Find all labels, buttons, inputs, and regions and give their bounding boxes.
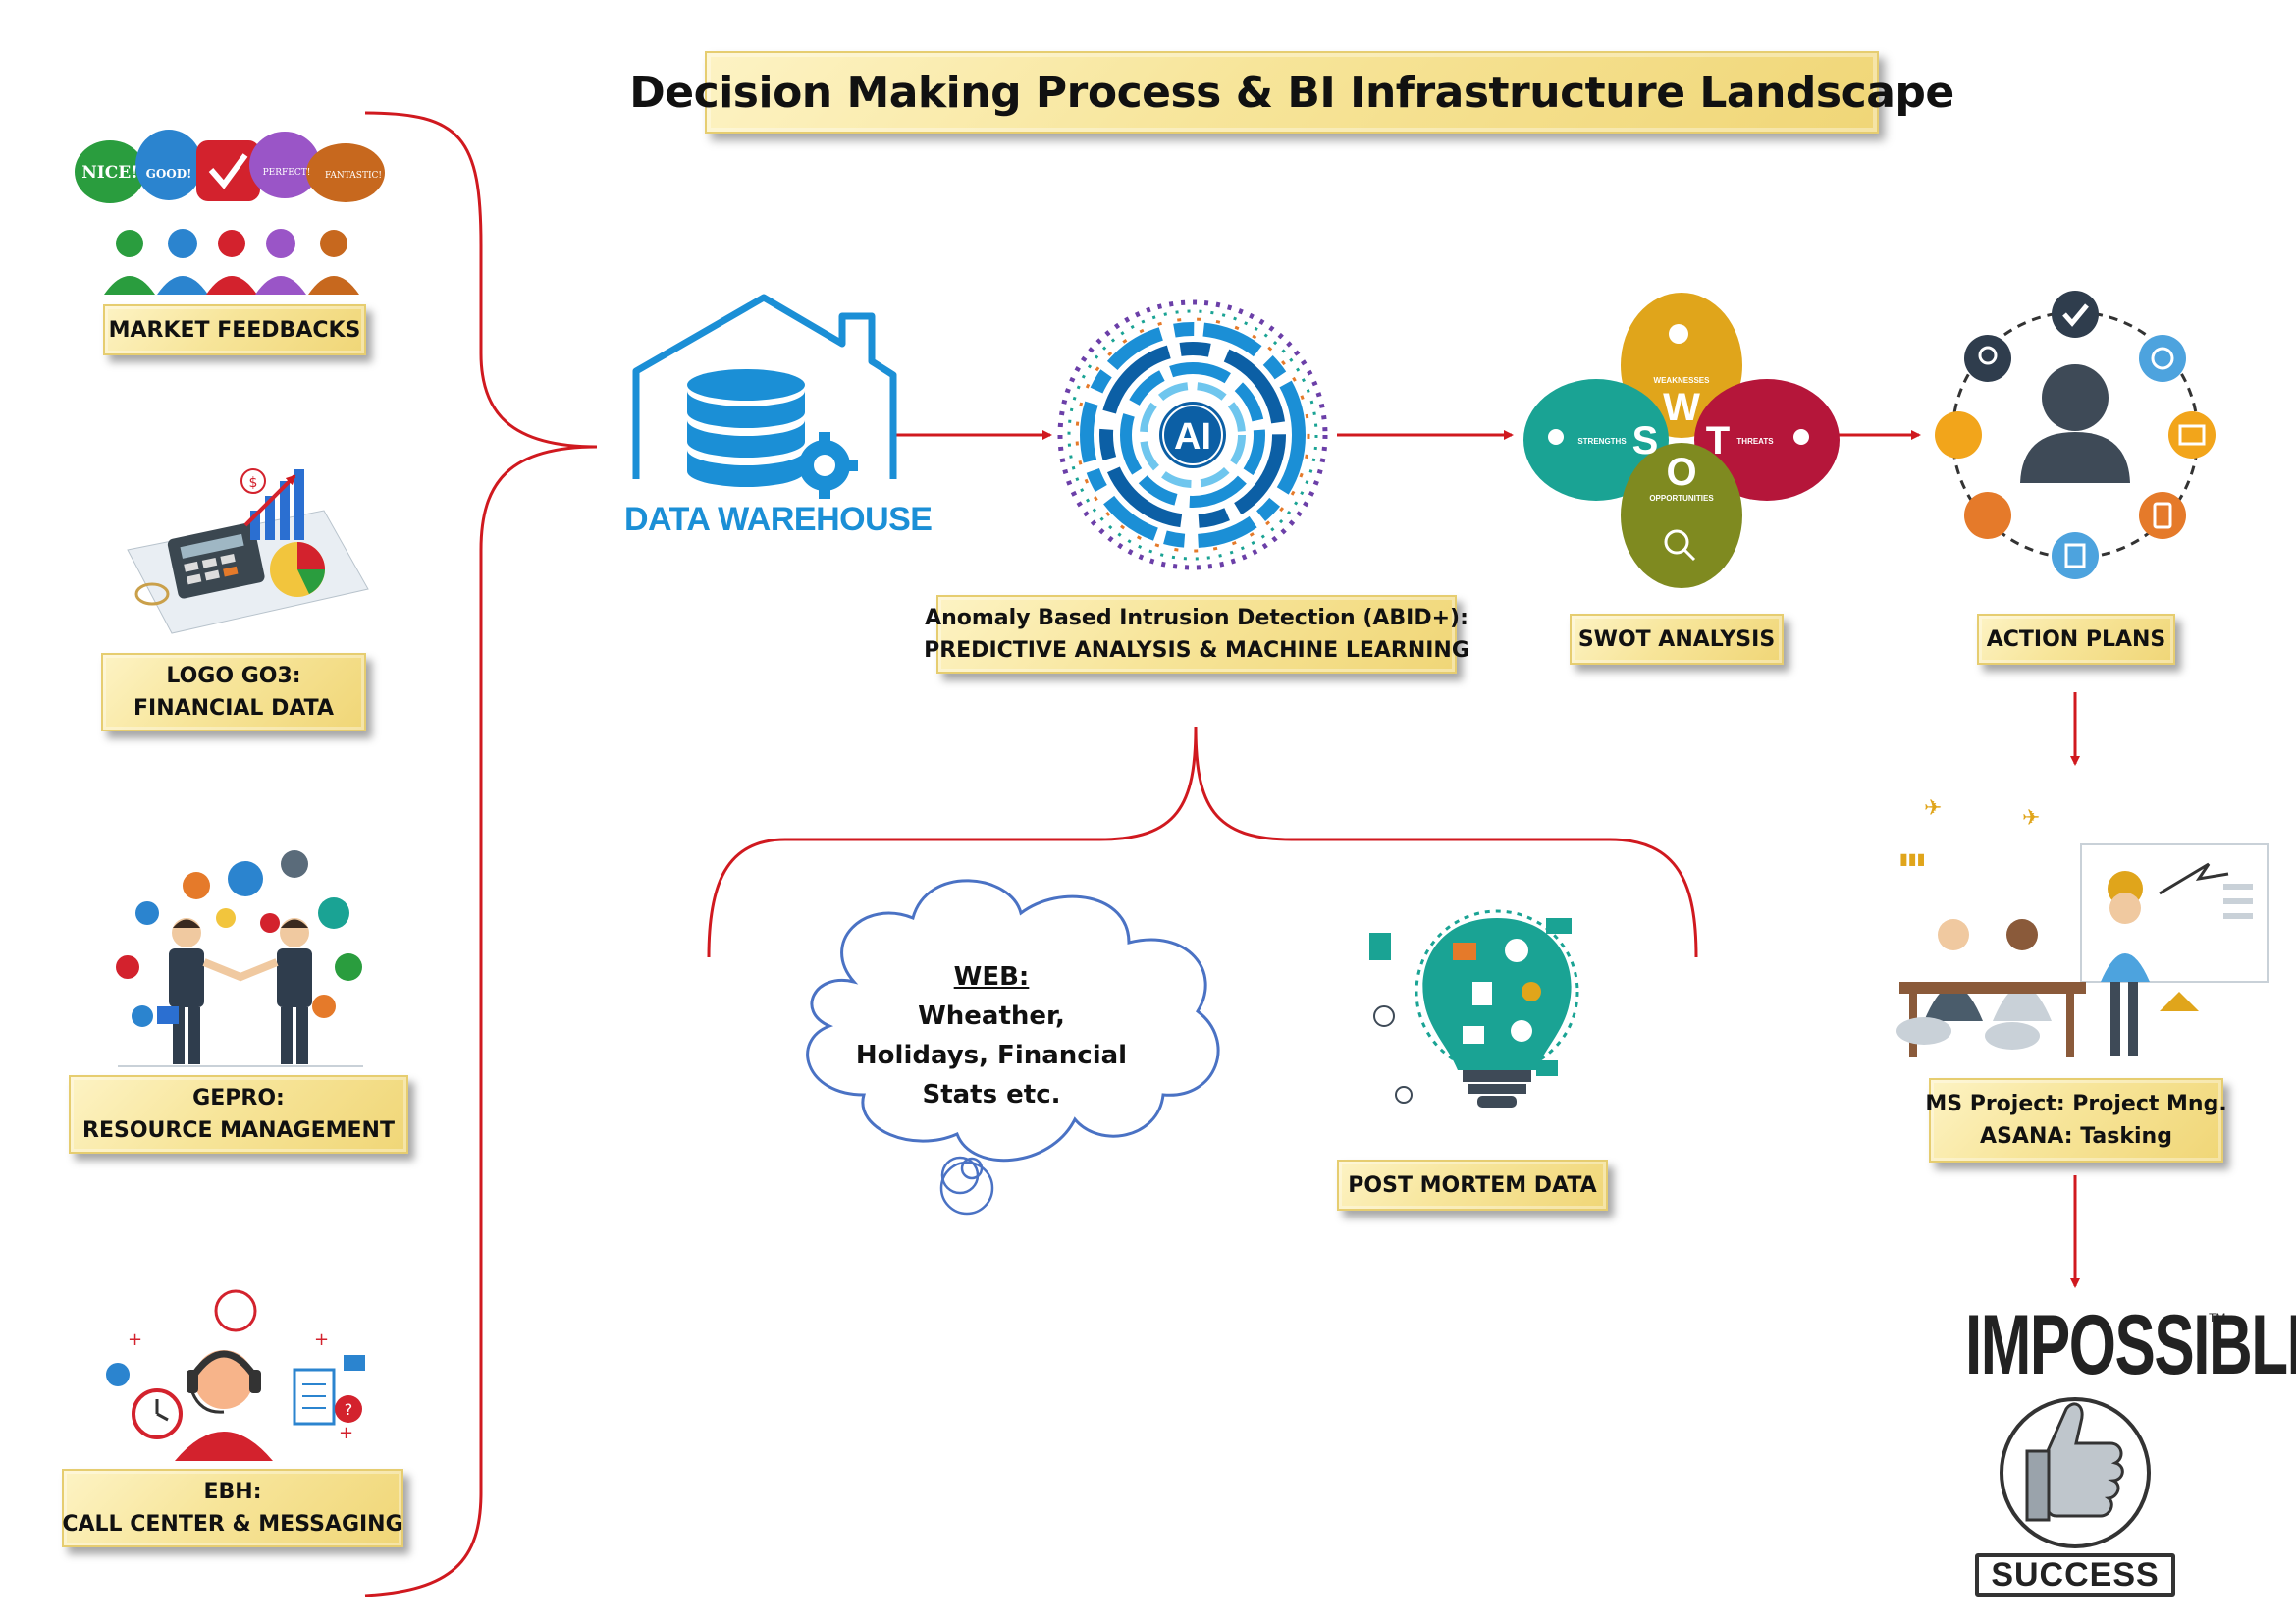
pencil-icon — [1964, 492, 2011, 539]
success-badge: SUCCESS — [1975, 1553, 2175, 1597]
web-heading: WEB: — [953, 962, 1030, 992]
bubble-perfect: PERFECT! — [263, 168, 311, 178]
web-line3: Stats etc. — [922, 1080, 1061, 1110]
user-icon — [2042, 364, 2109, 431]
financial-data-label: LOGO GO3: FINANCIAL DATA — [101, 653, 366, 731]
bubble-fantastic: FANTASTIC! — [325, 171, 382, 181]
clock-icon — [2139, 335, 2186, 382]
swot-analysis-label: SWOT ANALYSIS — [1570, 614, 1784, 665]
data-warehouse-label: DATA WAREHOUSE — [624, 501, 933, 538]
action-plans-text: ACTION PLANS — [1986, 626, 2166, 652]
post-mortem-text: POST MORTEM DATA — [1348, 1172, 1597, 1198]
trademark-mark: TM — [2209, 1311, 2226, 1325]
project-tools-label: MS Project: Project Mng. ASANA: Tasking — [1925, 1078, 2227, 1163]
swot-strength-petal — [1523, 379, 1669, 501]
calculator-icon — [2052, 532, 2099, 579]
svg-text:+: + — [128, 1329, 142, 1350]
project-meeting-illustration: ✈ ✈ ▮▮▮ — [1880, 796, 2272, 1060]
impossible-wordmark: IMPOSSIBLE — [1965, 1298, 2296, 1392]
swot-weaknesses-label: WEAKNESSES — [1654, 376, 1711, 385]
project-tools-line1: MS Project: Project Mng. — [1925, 1092, 2227, 1116]
rocket-icon — [1793, 429, 1809, 445]
dollar-icon: $ — [249, 475, 258, 491]
market-feedback-illustration: NICE! GOOD! PERFECT! FANTASTIC! — [75, 130, 385, 295]
post-mortem-lightbulb-icon — [1369, 909, 1579, 1108]
web-line1: Wheather, — [918, 1001, 1065, 1031]
swot-threat-petal — [1694, 379, 1840, 501]
resource-management-label: GEPRO: RESOURCE MANAGEMENT — [69, 1075, 408, 1154]
web-cloud — [806, 879, 1220, 1216]
swot-letter-o: O — [1666, 451, 1696, 494]
call-center-line1: EBH: — [203, 1480, 262, 1504]
bubble-good: GOOD! — [146, 167, 192, 181]
web-cloud-text: WEB: Wheather, Holidays, Financial Stats… — [844, 957, 1139, 1114]
success-thumb-icon — [2000, 1397, 2151, 1548]
financial-data-line2: FINANCIAL DATA — [133, 696, 334, 721]
svg-text:▮▮▮: ▮▮▮ — [1899, 849, 1925, 868]
financial-data-illustration: $ — [127, 468, 369, 634]
swot-letter-w: W — [1663, 386, 1700, 429]
swot-diagram: WEAKNESSES STRENGTHS THREATS OPPORTUNITI… — [1523, 293, 1840, 588]
abid-label: Anomaly Based Intrusion Detection (ABID+… — [924, 595, 1469, 674]
web-line2: Holidays, Financial — [855, 1041, 1128, 1070]
team-icon — [1935, 411, 1982, 459]
check-icon — [2052, 291, 2099, 338]
action-plans-label: ACTION PLANS — [1977, 614, 2175, 665]
swot-opportunity-petal — [1621, 443, 1742, 588]
idea-icon — [1964, 335, 2011, 382]
call-center-label: EBH: CALL CENTER & MESSAGING — [62, 1469, 403, 1547]
swot-opportunities-label: OPPORTUNITIES — [1649, 494, 1714, 503]
svg-text:+: + — [339, 1423, 353, 1443]
swot-threats-label: THREATS — [1736, 437, 1774, 446]
data-warehouse-icon — [632, 294, 897, 499]
svg-text:+: + — [314, 1329, 329, 1350]
call-center-line2: CALL CENTER & MESSAGING — [62, 1512, 403, 1537]
financial-data-line1: LOGO GO3: — [166, 664, 301, 688]
bottom-brace — [707, 726, 1698, 958]
project-tools-line2: ASANA: Tasking — [1980, 1124, 2172, 1149]
resource-management-line2: RESOURCE MANAGEMENT — [82, 1118, 395, 1143]
abid-line2: PREDICTIVE ANALYSIS & MACHINE LEARNING — [924, 638, 1469, 663]
bubble-nice: NICE! — [81, 163, 137, 183]
ai-circuit-icon: AI — [1057, 299, 1328, 570]
svg-text:✈: ✈ — [2022, 806, 2040, 831]
diagram-title: Decision Making Process & BI Infrastruct… — [629, 51, 1954, 134]
svg-text:✈: ✈ — [1924, 796, 1942, 821]
magnifier-icon — [1664, 529, 1689, 555]
post-mortem-label: POST MORTEM DATA — [1337, 1160, 1608, 1211]
market-feedbacks-text: MARKET FEEDBACKS — [108, 317, 361, 343]
abid-line1: Anomaly Based Intrusion Detection (ABID+… — [925, 606, 1468, 630]
tablet-icon — [2139, 492, 2186, 539]
swot-analysis-text: SWOT ANALYSIS — [1577, 626, 1776, 652]
market-feedbacks-label: MARKET FEEDBACKS — [103, 304, 366, 355]
call-center-illustration: ? + + + — [106, 1289, 365, 1461]
resource-management-line1: GEPRO: — [192, 1086, 285, 1110]
resource-management-illustration — [116, 850, 363, 1067]
question-icon: ? — [345, 1400, 353, 1419]
checkmark-icon — [208, 153, 248, 189]
bulb-icon — [1669, 324, 1688, 344]
swot-letter-t: T — [1706, 419, 1730, 462]
pin-icon — [1548, 429, 1564, 445]
swot-letter-s: S — [1632, 419, 1659, 462]
action-plans-icon — [1935, 291, 2216, 579]
mail-icon — [2168, 411, 2216, 459]
left-brace — [364, 111, 598, 1597]
ai-badge: AI — [1174, 416, 1211, 458]
swot-strengths-label: STRENGTHS — [1577, 437, 1627, 446]
